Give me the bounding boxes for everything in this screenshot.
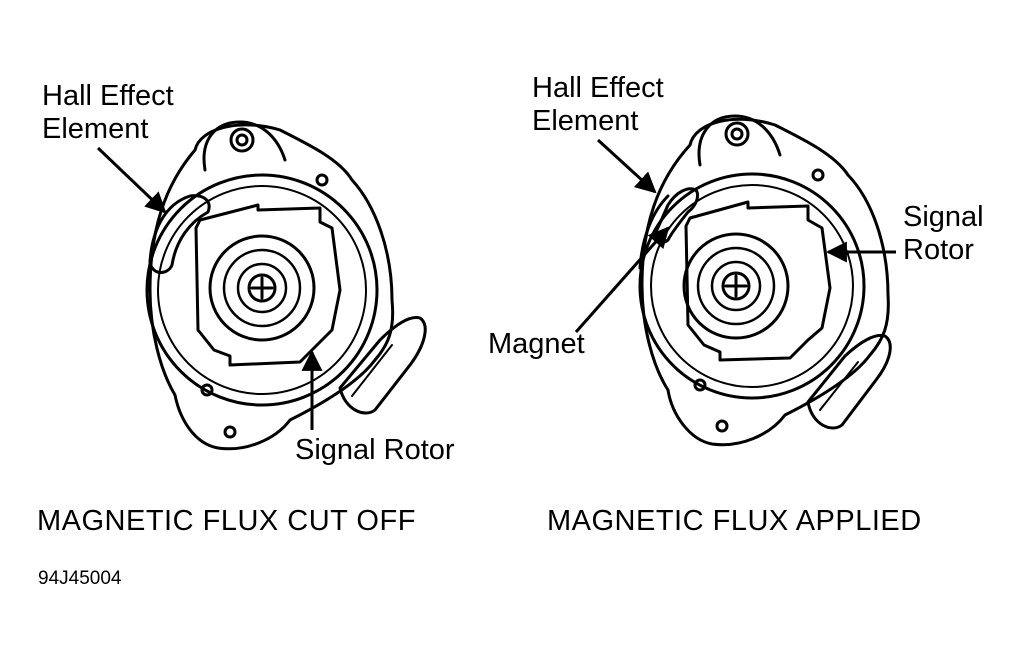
- left-connector: [338, 315, 427, 415]
- right-hall-leader: [596, 138, 657, 194]
- right-ear-hole: [724, 121, 750, 147]
- left-hall-effect-label: Hall Effect Element: [42, 80, 174, 145]
- figure-id: 94J45004: [38, 568, 122, 589]
- right-connector: [806, 333, 892, 430]
- right-center-bolt: [721, 271, 751, 301]
- right-magnet-leader: [574, 226, 670, 333]
- left-caption: MAGNETIC FLUX CUT OFF: [37, 505, 416, 537]
- right-signal-rotor: [684, 200, 832, 362]
- left-hub-outer: [208, 234, 316, 342]
- right-hub-outer: [682, 232, 790, 340]
- right-mounting-ear: [697, 114, 782, 167]
- right-hall-effect-label: Hall Effect Element: [532, 72, 664, 137]
- left-mounting-ear: [202, 120, 287, 172]
- right-caption: MAGNETIC FLUX APPLIED: [547, 505, 922, 537]
- right-signal-rotor-label: Signal Rotor: [903, 201, 984, 266]
- left-signal-rotor-label: Signal Rotor: [295, 434, 455, 466]
- left-ear-hole: [229, 127, 255, 153]
- right-magnet-label: Magnet: [488, 328, 585, 360]
- left-signal-rotor: [194, 203, 342, 367]
- right-distributor-assembly: [638, 114, 892, 447]
- left-center-bolt: [247, 273, 277, 303]
- right-outer-ring: [638, 172, 866, 400]
- left-distributor-assembly: [145, 120, 427, 451]
- left-hall-leader: [96, 146, 167, 214]
- left-outer-ring: [145, 173, 379, 407]
- left-hall-element: [148, 194, 211, 274]
